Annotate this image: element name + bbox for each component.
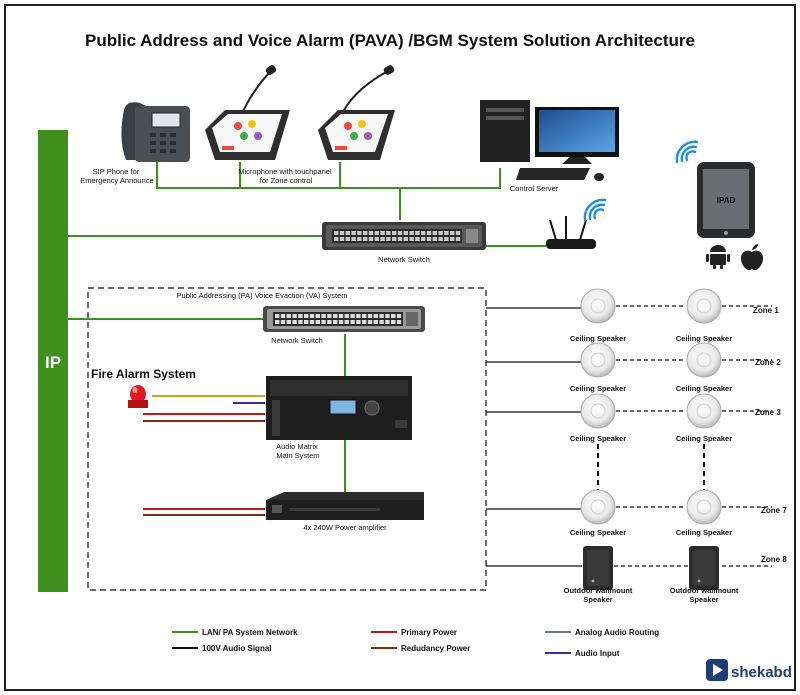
ceiling-speaker-icon: [686, 393, 722, 429]
microphone-panel-icon-1: [205, 65, 290, 160]
sip-phone-icon: [121, 102, 190, 162]
brand-name: shekabd: [731, 664, 792, 681]
zone-label: Zone 3: [755, 408, 781, 417]
speaker-label-line2: Speaker: [583, 595, 612, 604]
fire-alarm-label: Fire Alarm System: [91, 367, 196, 381]
power-amplifier-label: 4x 240W Power amplifier: [303, 523, 387, 532]
speaker-cone: [696, 352, 712, 368]
diagram-title: Public Address and Voice Alarm (PAVA) /B…: [85, 31, 695, 50]
sip-phone-label-line1: SIP Phone for: [93, 167, 140, 176]
lan-lines: [68, 160, 546, 492]
audio-matrix-label-line2: Main System: [276, 451, 319, 460]
legend-label: Redudancy Power: [401, 644, 470, 653]
control-server-label: Control Server: [510, 184, 559, 193]
speaker-cone: [696, 403, 712, 419]
network-switch-top-label: Network Switch: [378, 255, 430, 264]
speaker-label: Ceiling Speaker: [570, 384, 626, 393]
sip-phone-label: SIP Phone for Emergency Announce: [80, 167, 153, 185]
speaker-label-line1: Outdoor wallmount: [670, 586, 739, 595]
amplifier-power-links: [143, 508, 265, 516]
ip-backbone-bar: [38, 130, 68, 592]
ip-label: IP: [45, 353, 61, 372]
speaker-label: Ceiling Speaker: [676, 384, 732, 393]
speaker-label: Ceiling Speaker: [570, 334, 626, 343]
legend-label: Primary Power: [401, 628, 457, 637]
pa-box-label: Public Addressing (PA) Voice Evaction (V…: [176, 291, 347, 300]
zone-label: Zone 1: [753, 306, 779, 315]
switch-ports: [275, 231, 461, 324]
ceiling-speaker-icon: [580, 489, 616, 525]
legend-label: Analog Audio Routing: [575, 628, 659, 637]
fire-alarm-links: [143, 395, 265, 422]
speaker-cone: [696, 499, 712, 515]
wifi-icon-router: [583, 198, 607, 222]
ceiling-speaker-icon: [580, 393, 616, 429]
speaker-label: Ceiling Speaker: [676, 334, 732, 343]
speaker-label: Ceiling Speaker: [570, 528, 626, 537]
control-server-icon: [480, 100, 619, 181]
zone-label: Zone 2: [755, 358, 781, 367]
ipad-label: IPAD: [717, 196, 736, 205]
speaker-label: Ceiling Speaker: [676, 434, 732, 443]
speaker-label: Ceiling Speaker: [570, 434, 626, 443]
speaker-logo-dot: [697, 579, 701, 583]
android-icon: [706, 245, 730, 269]
speaker-cone: [590, 403, 606, 419]
speaker-grille: [693, 550, 715, 586]
frame: [4, 4, 796, 691]
speaker-100v-lines: [486, 307, 582, 567]
zone-label: Zone 7: [761, 506, 787, 515]
legend-label: Audio Input: [575, 649, 620, 658]
network-switch-top-icon: [322, 222, 486, 250]
ceiling-speaker-icon: [580, 342, 616, 378]
network-switch-pa-label: Network Switch: [271, 336, 323, 345]
speaker-grille: [587, 550, 609, 586]
fire-alarm-beacon-icon: [128, 385, 148, 408]
speaker-logo-dot: [591, 579, 595, 583]
network-switch-pa-icon: [263, 306, 425, 332]
brand-logo: shekabd: [706, 659, 792, 681]
apple-icon: [741, 244, 763, 270]
microphone-panel-icon-2: [318, 65, 395, 160]
audio-matrix-icon: [266, 376, 412, 440]
speaker-cone: [590, 352, 606, 368]
router-icon: [546, 216, 596, 249]
sip-phone-label-line2: Emergency Announce: [80, 176, 153, 185]
legend-label: 100V Audio Signal: [202, 644, 272, 653]
speaker-cone: [696, 298, 712, 314]
wifi-icon-ipad: [675, 140, 699, 164]
ceiling-speaker-icon: [686, 342, 722, 378]
speaker-cone: [590, 499, 606, 515]
legend: LAN/ PA System Network 100V Audio Signal P…: [172, 628, 659, 658]
ceiling-speaker-icon: [686, 288, 722, 324]
ceiling-speaker-icon: [580, 288, 616, 324]
speaker-label-line2: Speaker: [689, 595, 718, 604]
audio-matrix-label: Audio Matrix Main System: [276, 442, 320, 460]
microphone-label-line2: for Zone control: [260, 176, 313, 185]
ceiling-speaker-icon: [686, 489, 722, 525]
speaker-label-line1: Outdoor wallmount: [564, 586, 633, 595]
audio-matrix-label-line1: Audio Matrix: [276, 442, 318, 451]
zone-label: Zone 8: [761, 555, 787, 564]
microphone-label-line1: Microphone with touchpanel: [238, 167, 332, 176]
power-amplifier-icon: [266, 492, 424, 520]
ipad-icon: [697, 162, 755, 238]
microphone-label: Microphone with touchpanel for Zone cont…: [238, 167, 334, 185]
speaker-label: Ceiling Speaker: [676, 528, 732, 537]
legend-label: LAN/ PA System Network: [202, 628, 298, 637]
speaker-cone: [590, 298, 606, 314]
